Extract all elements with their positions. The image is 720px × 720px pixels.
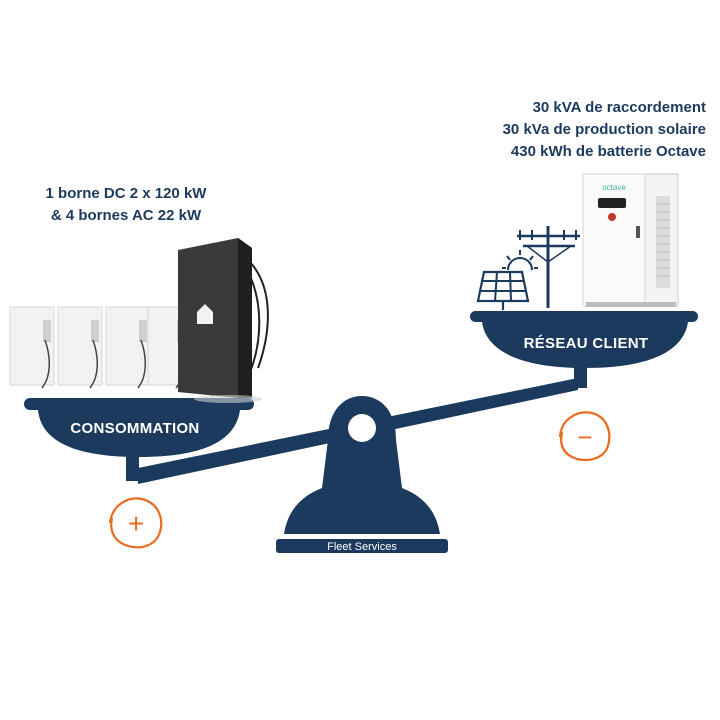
scale-base bbox=[276, 539, 448, 553]
dc-charger-icon bbox=[178, 238, 269, 403]
left-pan: CONSOMMATION bbox=[24, 398, 254, 481]
network-caption-line3: 430 kWh de batterie Octave bbox=[510, 142, 706, 160]
power-pylon-icon bbox=[517, 226, 580, 308]
network-caption-line2: 30 kVa de production solaire bbox=[502, 120, 706, 138]
plus-glyph: + bbox=[128, 508, 144, 539]
battery-vent-icon bbox=[656, 196, 670, 288]
ac-charger-icon bbox=[57, 306, 103, 389]
minus-glyph: − bbox=[577, 422, 592, 452]
ac-charger-icon bbox=[9, 306, 55, 389]
plus-sign-icon: + bbox=[108, 497, 163, 549]
fulcrum-pivot bbox=[348, 414, 376, 442]
network-caption: 30 kVA de raccordement 30 kVa de product… bbox=[503, 97, 706, 162]
battery-brand-logo: octave bbox=[602, 183, 626, 192]
battery-display bbox=[598, 198, 626, 208]
sun-icon bbox=[502, 250, 538, 271]
right-pan-label: RÉSEAU CLIENT bbox=[524, 335, 649, 352]
minus-sign-icon: − bbox=[558, 411, 611, 462]
ac-chargers-group bbox=[9, 306, 189, 389]
consumption-caption-line2: & 4 bornes AC 22 kW bbox=[50, 206, 202, 224]
scale-fulcrum bbox=[284, 396, 440, 534]
consumption-caption-line1: 1 borne DC 2 x 120 kW bbox=[45, 185, 207, 202]
base-label: Fleet Services bbox=[327, 541, 397, 553]
left-pan-label: CONSOMMATION bbox=[70, 420, 199, 437]
network-caption-line1: 30 kVA de raccordement bbox=[532, 99, 706, 116]
ac-charger-icon bbox=[105, 306, 151, 389]
solar-panel-icon bbox=[476, 270, 530, 310]
battery-emergency-button bbox=[608, 213, 616, 221]
consumption-caption: 1 borne DC 2 x 120 kW & 4 bornes AC 22 k… bbox=[26, 183, 226, 227]
right-pan: RÉSEAU CLIENT bbox=[470, 311, 698, 388]
battery-cabinet-icon: octave bbox=[582, 173, 679, 307]
